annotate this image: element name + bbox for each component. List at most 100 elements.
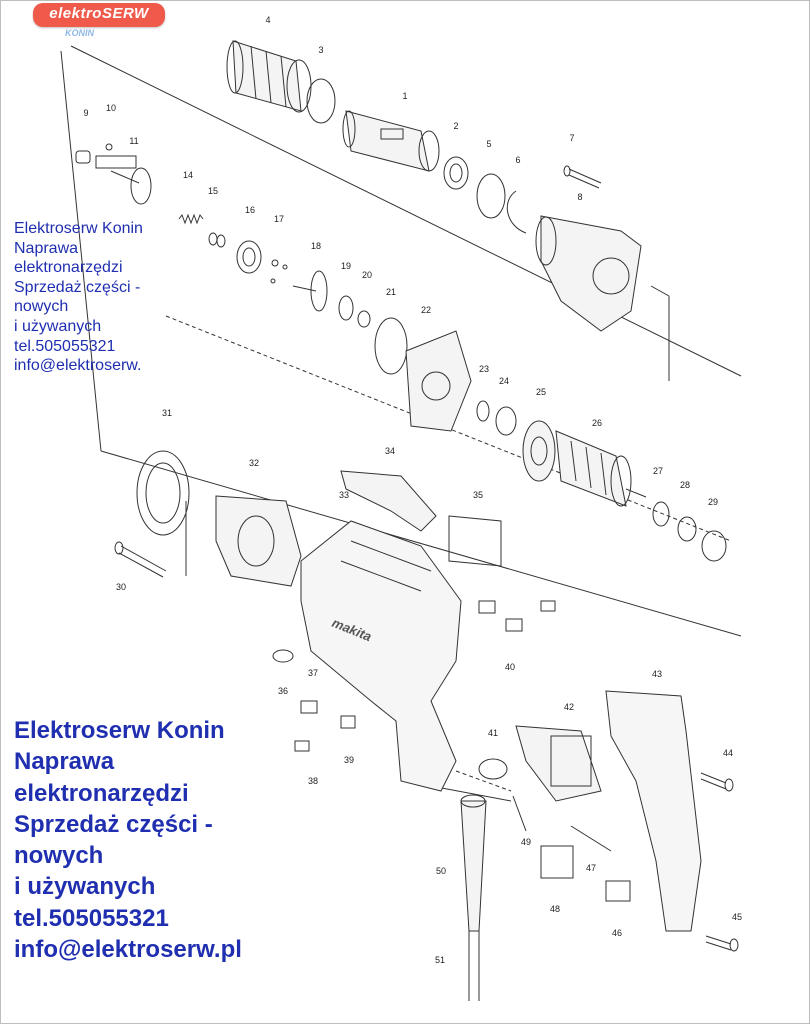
part-29-ring [701,530,727,562]
part-16-inner [242,247,256,267]
part-number-3: 3 [318,45,323,55]
logo-brand-text: elektroSERW [49,5,149,22]
guide-line [60,50,102,452]
part-50-cord-guard [460,800,487,932]
ad-small-line: info@elektroserw. [14,357,142,375]
guide-line [430,785,512,802]
part-38-brush [294,740,310,752]
part-number-27: 27 [653,466,663,476]
part-28-bearing [677,516,697,542]
part-number-18: 18 [311,241,321,251]
part-number-4: 4 [265,15,270,25]
part-number-34: 34 [385,446,395,456]
part-number-2: 2 [453,121,458,131]
part-number-49: 49 [521,837,531,847]
part-50-top [460,794,486,808]
ad-small-line: nowych [14,298,69,316]
part-17-ball [271,259,279,267]
logo-city-text: KONIN [65,28,94,38]
ad-large-line: Naprawa [14,748,115,776]
part-17-ball-c [270,278,276,284]
ad-small-line: tel.505055321 [14,337,116,355]
part-number-19: 19 [341,261,351,271]
part-34-hook [340,470,437,532]
part-number-31: 31 [162,408,172,418]
part-23-washer [476,400,490,422]
part-number-28: 28 [680,480,690,490]
part-45-screw [705,935,739,952]
part-number-30: 30 [116,582,126,592]
part-number-17: 17 [274,214,284,224]
ad-large: Elektroserw Konin Naprawa elektronarzędz… [14,715,344,965]
part-16-bearing [236,240,262,274]
brand-logo[interactable]: elektroSERW [33,3,165,27]
part-number-36: 36 [278,686,288,696]
part-number-6: 6 [515,155,520,165]
ad-large-line: elektronarzędzi [14,779,189,807]
part-51-cord [468,931,480,1001]
guide-line [650,285,670,297]
part-number-37: 37 [308,668,318,678]
axis-line [70,45,742,377]
part-3-oring [306,78,336,124]
part-number-1: 1 [402,91,407,101]
ad-small-line: Sprzedaż części - [14,278,141,296]
ad-large-line: info@elektroserw.pl [14,936,242,964]
part-number-20: 20 [362,270,372,280]
part-number-9: 9 [83,108,88,118]
part-number-41: 41 [488,728,498,738]
part-number-24: 24 [499,376,509,386]
part-49-screw [512,795,527,832]
part-number-16: 16 [245,205,255,215]
part-18-gear [292,270,328,312]
part-number-11: 11 [129,136,138,146]
axis-line [100,450,742,637]
ad-small-line: Elektroserw Konin [14,220,143,237]
ad-small-line: Naprawa [14,239,79,257]
part-number-10: 10 [106,103,116,113]
part-46-clamp [605,880,631,902]
part-number-45: 45 [732,912,742,922]
ad-large-line: i używanych [14,873,156,901]
ad-large-line: nowych [14,842,104,870]
ad-large-line: tel.505055321 [14,904,169,932]
part-number-35: 35 [473,490,483,500]
part-35-label [448,515,502,567]
part-22-bracket [405,330,472,432]
part-number-33: 33 [339,490,349,500]
part-number-43: 43 [652,669,662,679]
part-15-ring-b [216,234,226,248]
part-number-15: 15 [208,186,218,196]
part-40-holder-b [505,618,523,632]
part-14-spring [178,213,204,225]
part-31-baffle [136,450,190,536]
part-number-29: 29 [708,497,718,507]
part-number-39: 39 [344,755,354,765]
part-number-22: 22 [421,305,431,315]
part-number-42: 42 [564,702,574,712]
part-number-47: 47 [586,863,596,873]
part-36-ring [272,649,294,663]
part-number-14: 14 [183,170,193,180]
part-number-48: 48 [550,904,560,914]
guide-line [455,770,512,792]
part-31-inner [145,462,181,524]
part-2-inner [449,163,463,183]
part-number-46: 46 [612,928,622,938]
part-20-washer [357,310,371,328]
ad-small-line: i używanych [14,317,102,335]
part-4-sleeve [226,40,312,113]
part-17-ball-b [282,264,288,270]
part-number-50: 50 [436,866,446,876]
part-39-brush-holder [340,715,356,729]
ad-large-line: Elektroserw Konin [14,717,225,744]
part-number-40: 40 [505,662,515,672]
part-1-spindle [342,110,440,172]
part-19-bearing [338,295,354,321]
part-24-bearing [495,406,517,436]
part-number-8: 8 [577,192,582,202]
part-27-bearing [652,501,670,527]
ad-large-line: Sprzedaż części - [14,810,213,838]
